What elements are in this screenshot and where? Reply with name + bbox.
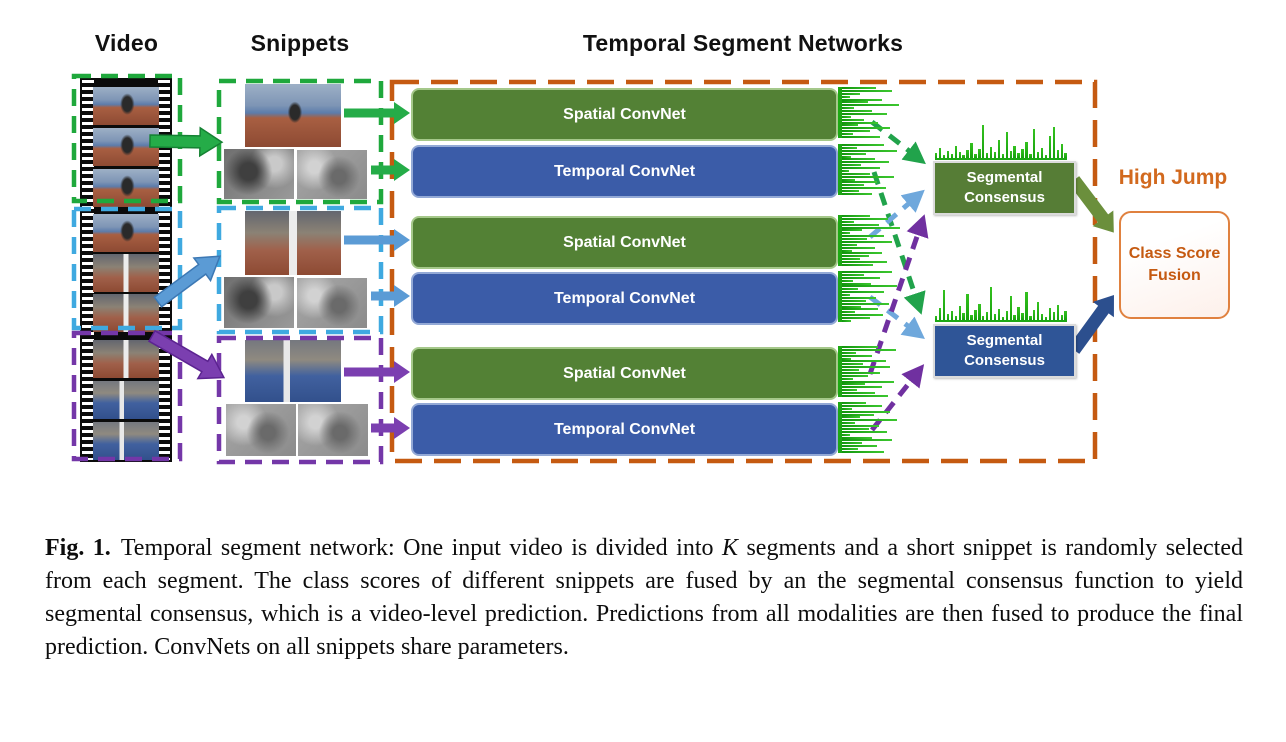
class-score-fusion-box: Class Score Fusion bbox=[1119, 211, 1230, 319]
spatial-convnet-box-1: Spatial ConvNet bbox=[411, 88, 838, 141]
class-score-fusion-label-line2: Fusion bbox=[1148, 267, 1201, 284]
spatial-convnet-label: Spatial ConvNet bbox=[563, 364, 686, 382]
tsn-figure: Video Snippets Temporal Segment Networks bbox=[71, 30, 1230, 465]
video-column-header: Video bbox=[94, 30, 159, 56]
class-score-fusion-label-line1: Class Score bbox=[1128, 244, 1221, 262]
segmental-consensus-spatial-box: Segmental Consensus bbox=[933, 161, 1076, 215]
snippet-score-histogram-4 bbox=[838, 271, 908, 322]
segmental-consensus-label-line2: Consensus bbox=[964, 352, 1045, 369]
snippet-score-histogram-5 bbox=[838, 346, 908, 397]
figure-caption: Fig. 1.Temporal segment network: One inp… bbox=[45, 532, 1243, 664]
temporal-convnet-box-2: Temporal ConvNet bbox=[411, 272, 838, 325]
snippet-score-histogram-3 bbox=[838, 215, 908, 266]
spatial-convnet-label: Spatial ConvNet bbox=[563, 233, 686, 251]
segmental-consensus-label-line1: Segmental bbox=[966, 331, 1043, 349]
prediction-label: High Jump bbox=[1118, 166, 1228, 189]
temporal-convnet-label: Temporal ConvNet bbox=[553, 289, 696, 307]
snippet-score-histogram-1 bbox=[838, 87, 908, 138]
segmental-consensus-label-line2: Consensus bbox=[964, 189, 1045, 206]
temporal-convnet-box-1: Temporal ConvNet bbox=[411, 145, 838, 198]
segmental-consensus-label-line1: Segmental bbox=[966, 168, 1043, 186]
consensus-score-histogram-temporal bbox=[935, 284, 1067, 322]
tsn-header: Temporal Segment Networks bbox=[582, 30, 904, 56]
temporal-convnet-box-3: Temporal ConvNet bbox=[411, 403, 838, 456]
figure-caption-tag: Fig. 1. bbox=[45, 535, 111, 561]
temporal-convnet-label: Temporal ConvNet bbox=[553, 420, 696, 438]
spatial-convnet-box-3: Spatial ConvNet bbox=[411, 347, 838, 400]
spatial-convnet-label: Spatial ConvNet bbox=[563, 105, 686, 123]
spatial-convnet-box-2: Spatial ConvNet bbox=[411, 216, 838, 269]
temporal-convnet-label: Temporal ConvNet bbox=[553, 162, 696, 180]
figure-caption-text: Temporal segment network: One input vide… bbox=[45, 535, 1244, 660]
snippet-score-histogram-2 bbox=[838, 144, 908, 195]
snippets-column-header: Snippets bbox=[250, 30, 350, 56]
segmental-consensus-temporal-box: Segmental Consensus bbox=[933, 324, 1076, 378]
snippet-score-histogram-6 bbox=[838, 402, 908, 453]
consensus-score-histogram-spatial bbox=[935, 122, 1067, 160]
